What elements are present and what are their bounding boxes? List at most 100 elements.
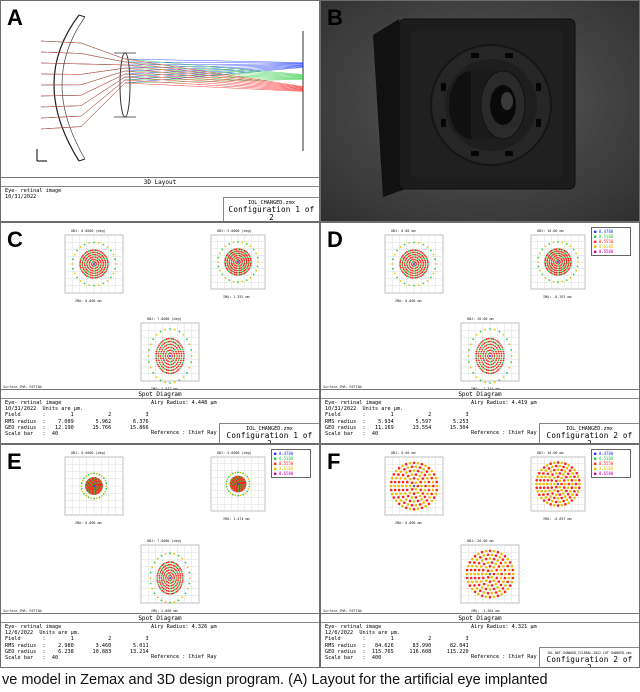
- panel-label-a: A: [7, 5, 23, 30]
- footer-line: GEO radius : 11.169 13.554 15.304: [325, 424, 469, 431]
- image-position: IMA: -0.707 mm: [543, 295, 572, 299]
- legend-wavelength: 0.5550: [278, 461, 294, 466]
- panel-label-c: C: [7, 227, 23, 252]
- legend-wavelength: 0.5100: [278, 456, 294, 461]
- footer-line: 10/31/2022 Units are µm.: [5, 406, 84, 413]
- spot-plot-field-2: [530, 234, 586, 290]
- spot-plot-field-1: [384, 456, 444, 516]
- footer-line: GEO radius : 12.190 15.766 15.866: [5, 424, 149, 431]
- legend-marker: ■: [594, 234, 599, 239]
- airy-radius: Airy Radius: 4.448 µm: [151, 400, 217, 406]
- spot-plots: [384, 456, 586, 604]
- legend-marker: ■: [594, 461, 599, 466]
- legend-wavelength: 0.5550: [598, 239, 614, 244]
- field-header: OBJ: 7.0000 (deg): [147, 539, 182, 543]
- spot-plot-field-2: [210, 456, 266, 512]
- legend-wavelength: 0.6500: [598, 471, 614, 476]
- footer-line: Scale bar : 40: [5, 655, 59, 662]
- reference: Reference : Chief Ray: [471, 654, 537, 660]
- image-position: IMA: 1.474 mm: [223, 517, 250, 521]
- panel-a-3d-layout: A 3D Layout Eye- retinal image 10/31/202…: [0, 0, 320, 222]
- spot-plot-field-3: [460, 322, 520, 384]
- legend-entry: ■ 0.6500: [274, 471, 308, 476]
- legend-entry: ■ 0.6100: [594, 244, 628, 249]
- layout-footer: 3D Layout Eye- retinal image 10/31/2022 …: [1, 177, 319, 221]
- legend-marker: ■: [274, 461, 279, 466]
- wavelength-legend: ■ 0.4700■ 0.5100■ 0.5550■ 0.6100■ 0.6500: [271, 449, 311, 478]
- wavelength-legend: ■ 0.4700■ 0.5100■ 0.5550■ 0.6100■ 0.6500: [591, 227, 631, 256]
- field-header: OBJ: 7.0000 (deg): [147, 317, 182, 321]
- configuration-label: Configuration 1 of 2: [228, 205, 315, 222]
- legend-marker: ■: [594, 456, 599, 461]
- legend-marker: ■: [274, 451, 279, 456]
- footer-line: RMS radius : 84.626 83.990 82.041: [325, 642, 469, 649]
- legend-marker: ■: [594, 244, 599, 249]
- reference: Reference : Chief Ray: [151, 654, 217, 660]
- footer-line: Eye- retinal image: [5, 188, 62, 194]
- spot-plots: [384, 234, 586, 384]
- panel-label-e: E: [7, 449, 22, 474]
- file-name: IOL_CHANGED.zmx: [246, 426, 293, 432]
- file-name: IOL_NOT CHANGED_ICLEBAL-2022 CUT CHANGED…: [547, 651, 632, 655]
- surface-label: Surface IMA: RETINA: [3, 609, 42, 613]
- field-header: OBJ: 20.00 mm: [467, 317, 494, 321]
- legend-wavelength: 0.6100: [598, 466, 614, 471]
- airy-radius: Airy Radius: 4.326 µm: [151, 624, 217, 630]
- footer-line: 12/6/2022 Units are µm.: [325, 630, 400, 637]
- airy-radius: Airy Radius: 4.321 µm: [471, 624, 537, 630]
- surface-label: Surface IMA: RETINA: [323, 609, 362, 613]
- footer-line: Field : 1 2 3: [5, 636, 149, 643]
- footer-line: 10/31/2022 Units are µm.: [325, 406, 404, 413]
- footer-title: Spot Diagram: [321, 614, 639, 623]
- surface-label: Surface IMA: RETINA: [3, 385, 42, 389]
- legend-marker: ■: [594, 451, 599, 456]
- legend-marker: ■: [594, 229, 599, 234]
- legend-entry: ■ 0.5550: [594, 461, 628, 466]
- config-box: IOL_NOT CHANGED_ICLEBAL-2022 CUT CHANGED…: [539, 647, 639, 667]
- footer-line: RMS radius : 2.980 3.460 5.011: [5, 642, 149, 649]
- legend-wavelength: 0.6100: [598, 244, 614, 249]
- footer-line: Field : 1 2 3: [5, 412, 149, 419]
- legend-entry: ■ 0.5550: [274, 461, 308, 466]
- field-header: OBJ: 5.0000 (deg): [217, 229, 252, 233]
- spot-plot-field-2: [530, 456, 586, 512]
- image-position: IMA: -0.657 mm: [543, 517, 572, 521]
- legend-wavelength: 0.5100: [598, 234, 614, 239]
- footer-title: Spot Diagram: [1, 614, 319, 623]
- legend-entry: ■ 0.4700: [274, 451, 308, 456]
- footer-line: Scale bar : 40: [5, 431, 59, 438]
- footer-line: Eye- retinal image: [5, 400, 62, 406]
- footer-line: 10/31/2022: [5, 194, 37, 201]
- footer-title: 3D Layout: [1, 178, 319, 187]
- legend-marker: ■: [274, 466, 279, 471]
- field-header: OBJ: 0.00 mm: [391, 451, 416, 455]
- panel-label-b: B: [327, 5, 343, 30]
- legend-marker: ■: [274, 471, 279, 476]
- footer-line: GEO radius : 6.238 10.883 13.214: [5, 648, 149, 655]
- legend-wavelength: 0.4700: [598, 451, 614, 456]
- legend-entry: ■ 0.5550: [594, 239, 628, 244]
- image-position: IMA: -1.304 mm: [471, 609, 500, 613]
- field-header: OBJ: 20.00 mm: [467, 539, 494, 543]
- configuration-label: Configuration 2 of 2: [546, 431, 633, 444]
- image-position: IMA: 2.066 mm: [151, 609, 178, 613]
- spot-plot-field-3: [140, 544, 200, 604]
- legend-wavelength: 0.4700: [278, 451, 294, 456]
- legend-entry: ■ 0.6500: [594, 471, 628, 476]
- surface-label: Surface IMA: RETINA: [323, 385, 362, 389]
- legend-marker: ■: [594, 466, 599, 471]
- file-name: IOL_CHANGED.zmx: [248, 200, 295, 206]
- field-header: OBJ: 0.0000 (deg): [71, 451, 106, 455]
- field-header: OBJ: 0.0000 (deg): [71, 229, 106, 233]
- footer-title: Spot Diagram: [1, 390, 319, 399]
- legend-wavelength: 0.5100: [598, 456, 614, 461]
- legend-entry: ■ 0.4700: [594, 229, 628, 234]
- legend-wavelength: 0.4700: [598, 229, 614, 234]
